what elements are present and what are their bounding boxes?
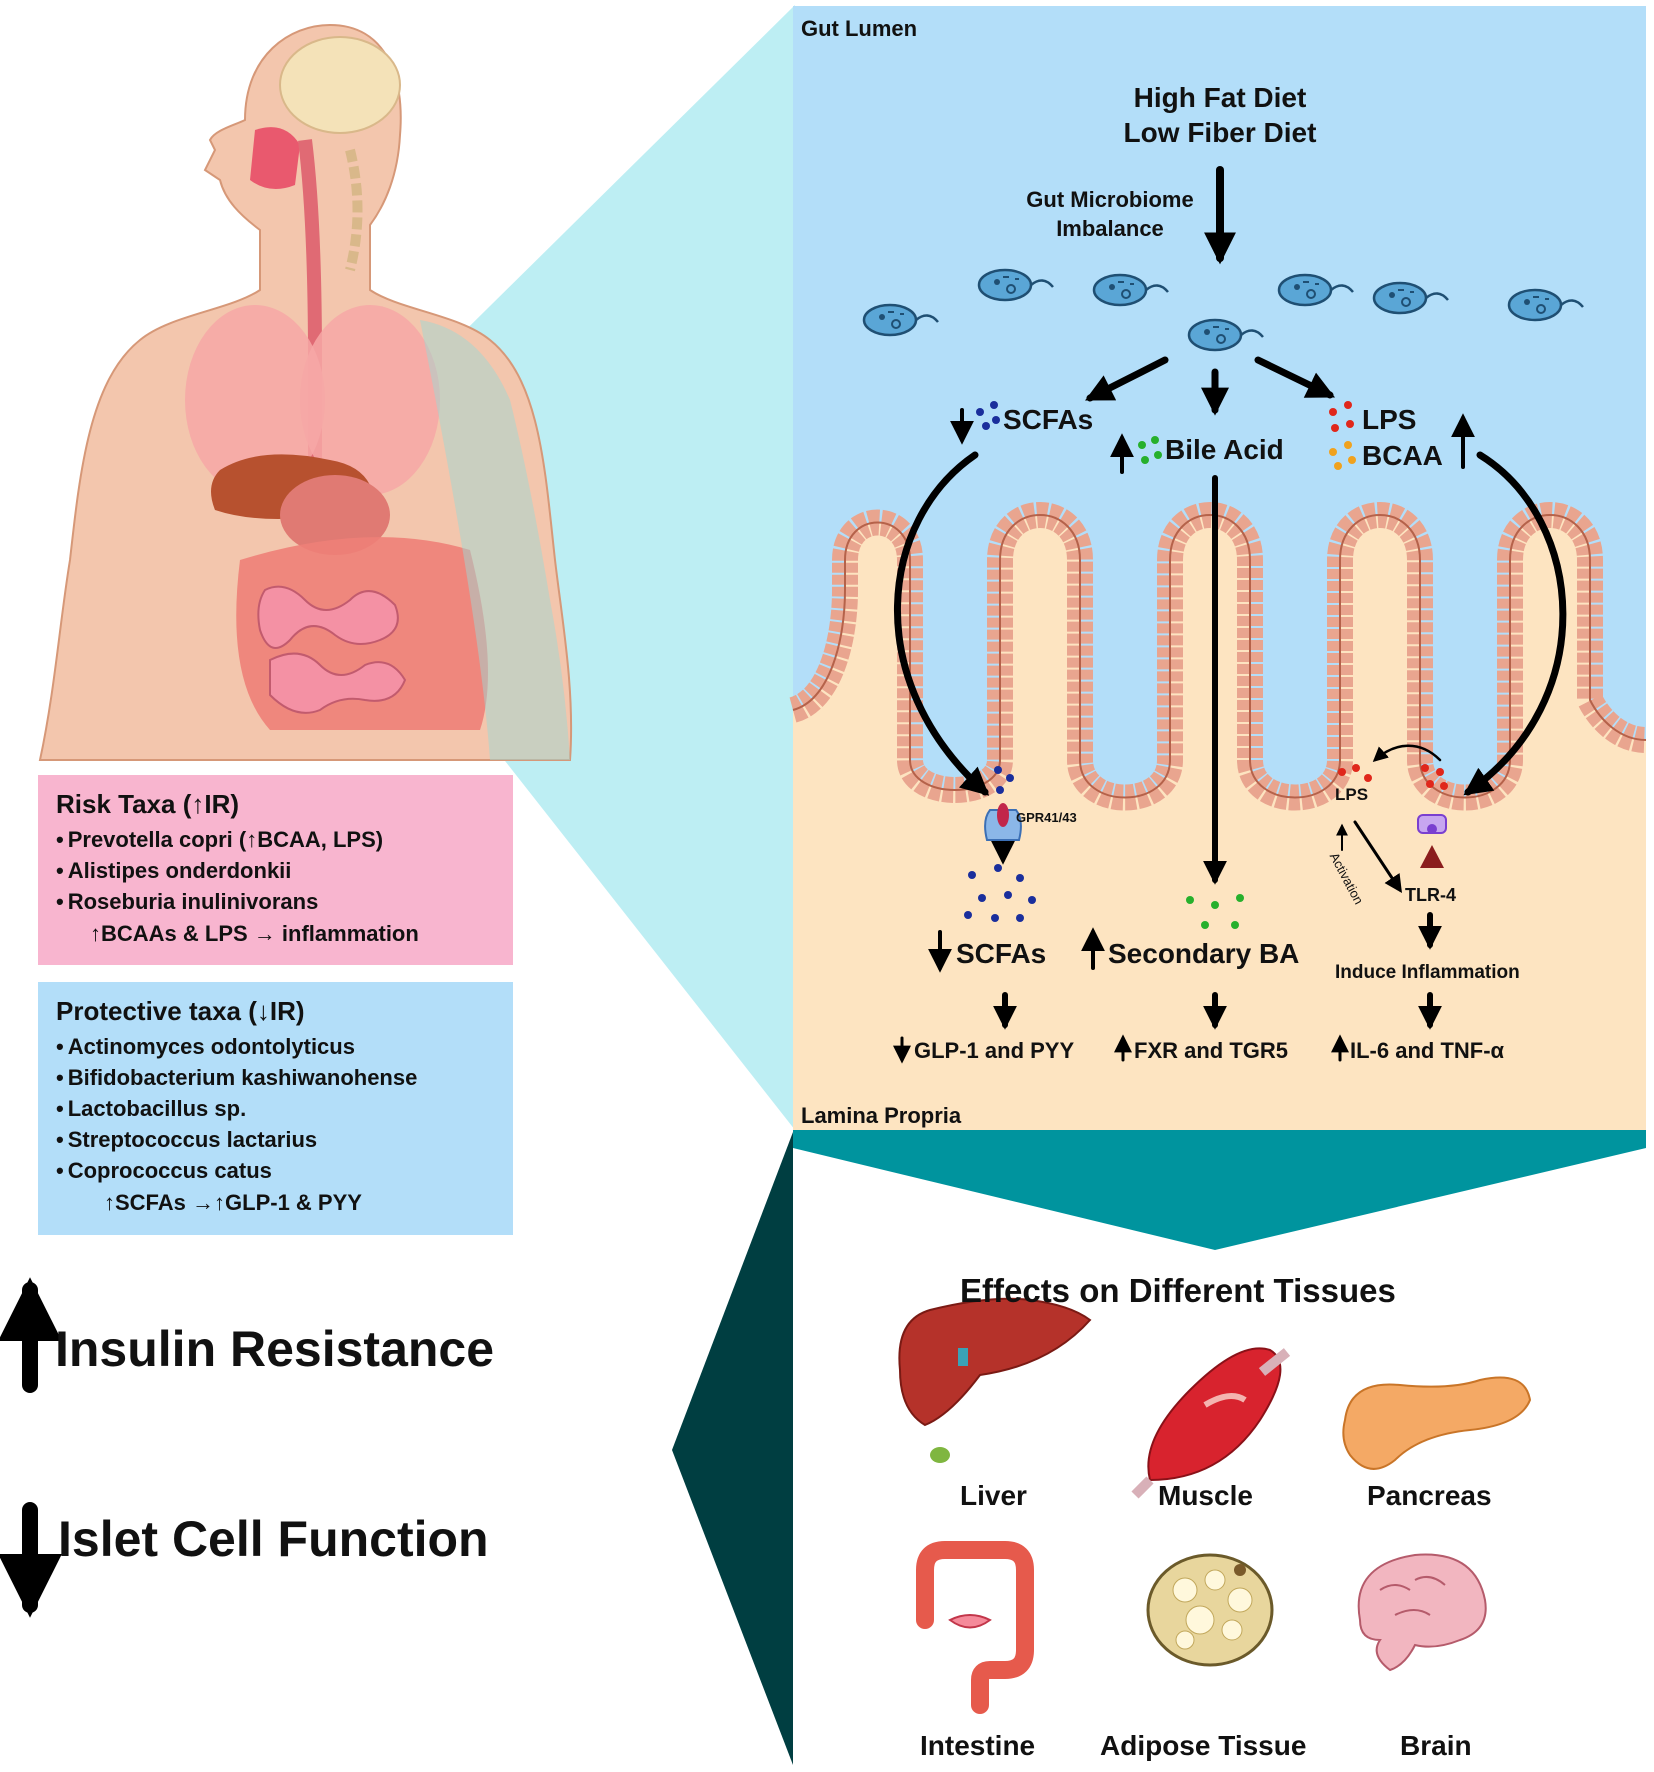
brain-icon <box>1357 1553 1487 1672</box>
islet-cell-function-label: Islet Cell Function <box>58 1511 489 1567</box>
list-item: Prevotella copri (↑BCAA, LPS) <box>56 824 495 855</box>
secondary-ba-label: Secondary BA <box>1108 938 1300 969</box>
il6-tnf-label: IL-6 and TNF-α <box>1350 1038 1505 1063</box>
effects-title: Effects on Different Tissues <box>960 1272 1396 1309</box>
muscle-icon <box>1131 1347 1291 1499</box>
human-body-illustration <box>38 23 573 761</box>
list-item: Coprococcus catus <box>56 1155 495 1186</box>
tissue-label-muscle: Muscle <box>1158 1480 1253 1511</box>
imbalance-line1: Gut Microbiome <box>1026 187 1194 212</box>
dark-teal-wedge <box>672 1132 793 1765</box>
glp1-pyy-label: GLP-1 and PYY <box>914 1038 1075 1063</box>
scfa-dots <box>964 401 1036 922</box>
insulin-resistance-label: Insulin Resistance <box>55 1321 495 1377</box>
tlr4-label: TLR-4 <box>1405 885 1456 905</box>
diet-line2: Low Fiber Diet <box>1123 117 1317 148</box>
list-item: Actinomyces odontolyticus <box>56 1031 495 1062</box>
imbalance-line2: Imbalance <box>1056 216 1164 241</box>
gut-lumen-label: Gut Lumen <box>801 16 918 41</box>
intestine-icon <box>916 1541 1034 1714</box>
tlr4-receptor-icon <box>1417 814 1447 868</box>
list-item: Alistipes onderdonkii <box>56 855 495 886</box>
liver-icon <box>898 1297 1092 1463</box>
tissue-label-pancreas: Pancreas <box>1367 1480 1492 1511</box>
lamina-propria-label: Lamina Propria <box>801 1103 962 1128</box>
list-item: Bifidobacterium kashiwanohense <box>56 1062 495 1093</box>
bcaa-lumen-label: BCAA <box>1362 440 1443 471</box>
protective-taxa-box: Protective taxa (↓IR) Actinomyces odonto… <box>38 982 513 1235</box>
protective-taxa-title: Protective taxa (↓IR) <box>56 996 305 1026</box>
induce-inflammation-label: Induce Inflammation <box>1335 962 1520 983</box>
lps-lumen-label: LPS <box>1362 404 1417 435</box>
gpr41-43-label: GPR41/43 <box>1016 810 1077 825</box>
tissue-label-liver: Liver <box>960 1480 1027 1511</box>
tissue-label-adipose-tissue: Adipose Tissue <box>1100 1730 1307 1761</box>
bile-acid-dots <box>1138 436 1244 929</box>
bcaa-dots <box>1329 441 1356 470</box>
scfas-propria-label: SCFAs <box>956 938 1047 969</box>
list-item: Streptococcus lactarius <box>56 1124 495 1155</box>
lps-propria-label: LPS <box>1335 785 1369 804</box>
protective-taxa-summary: ↑SCFAs →↑GLP-1 & PYY <box>104 1190 362 1215</box>
pancreas-icon <box>1342 1376 1532 1470</box>
risk-taxa-summary: ↑BCAAs & LPS → inflammation <box>90 921 419 946</box>
adipose-tissue-icon <box>1146 1553 1274 1667</box>
change-arrows <box>0 408 1475 1618</box>
teal-chevron <box>793 1130 1646 1250</box>
lps-dots <box>1329 401 1448 790</box>
tissue-label-intestine: Intestine <box>920 1730 1036 1761</box>
fxr-tgr5-label: FXR and TGR5 <box>1134 1038 1289 1063</box>
bile-acid-label: Bile Acid <box>1165 434 1284 465</box>
scfas-lumen-label: SCFAs <box>1003 404 1094 435</box>
diet-line1: High Fat Diet <box>1133 82 1307 113</box>
tissue-label-brain: Brain <box>1400 1730 1472 1761</box>
zoom-funnel <box>410 5 795 1130</box>
gpr41-43-receptor-icon <box>984 803 1022 841</box>
risk-taxa-box: Risk Taxa (↑IR) Prevotella copri (↑BCAA,… <box>38 775 513 965</box>
list-item: Roseburia inulinivorans <box>56 886 495 917</box>
risk-taxa-title: Risk Taxa (↑IR) <box>56 789 240 819</box>
list-item: Lactobacillus sp. <box>56 1093 495 1124</box>
